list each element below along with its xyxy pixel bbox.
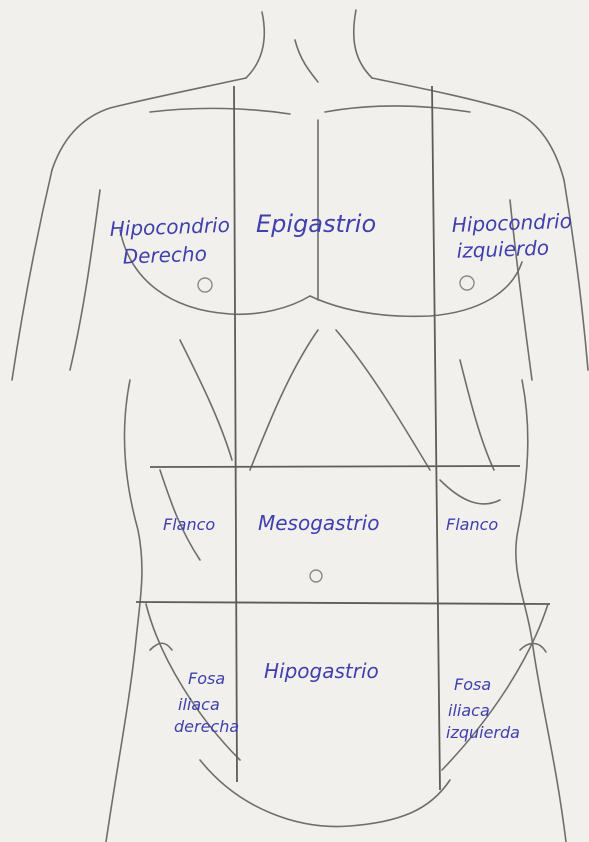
torso-side-right [516,380,566,842]
label-hipocondrio-derecho: Hipocondrio Derecho [109,213,237,269]
label-hipocondrio-izquierdo: Hipocondrio izquierdo [451,209,579,263]
neck-right-line [354,10,372,78]
label-flanco-derecho: Flanco [163,515,215,534]
label-epigastrio: Epigastrio [256,210,376,238]
label-hipogastrio: Hipogastrio [264,659,379,683]
label-mesogastrio: Mesogastrio [258,511,379,535]
vertical-line-left [234,86,237,782]
label-fosa-iliaca-derecha: Fosa iliaca derecha [174,669,239,736]
horizontal-line-lower [136,602,550,604]
ab-line-left [180,340,232,460]
horizontal-line-upper [150,466,520,467]
clavicle-right [325,106,470,112]
shoulder-right [372,78,564,180]
rib-arch-left [250,330,318,470]
pec-left [120,230,310,314]
arm-left-outer [12,170,52,380]
body-outline [12,10,588,842]
neck-center-line [295,40,318,82]
vertical-line-right [432,86,440,790]
neck-left-line [246,12,264,78]
nipple-right-icon [198,278,212,292]
navel-icon [310,570,322,582]
rib-arch-right [336,330,430,470]
nipple-left-icon [460,276,474,290]
ab-line-right [460,360,494,470]
pec-right [310,262,522,316]
arm-left-inner [70,190,100,370]
ab-curve-right [440,480,500,504]
clavicle-left [150,108,290,114]
torso-side-left [106,380,142,842]
region-labels: Hipocondrio Derecho Epigastrio Hipocondr… [109,209,579,742]
label-flanco-izquierdo: Flanco [446,515,498,534]
shoulder-left [52,78,246,170]
anatomy-marks [198,276,474,582]
